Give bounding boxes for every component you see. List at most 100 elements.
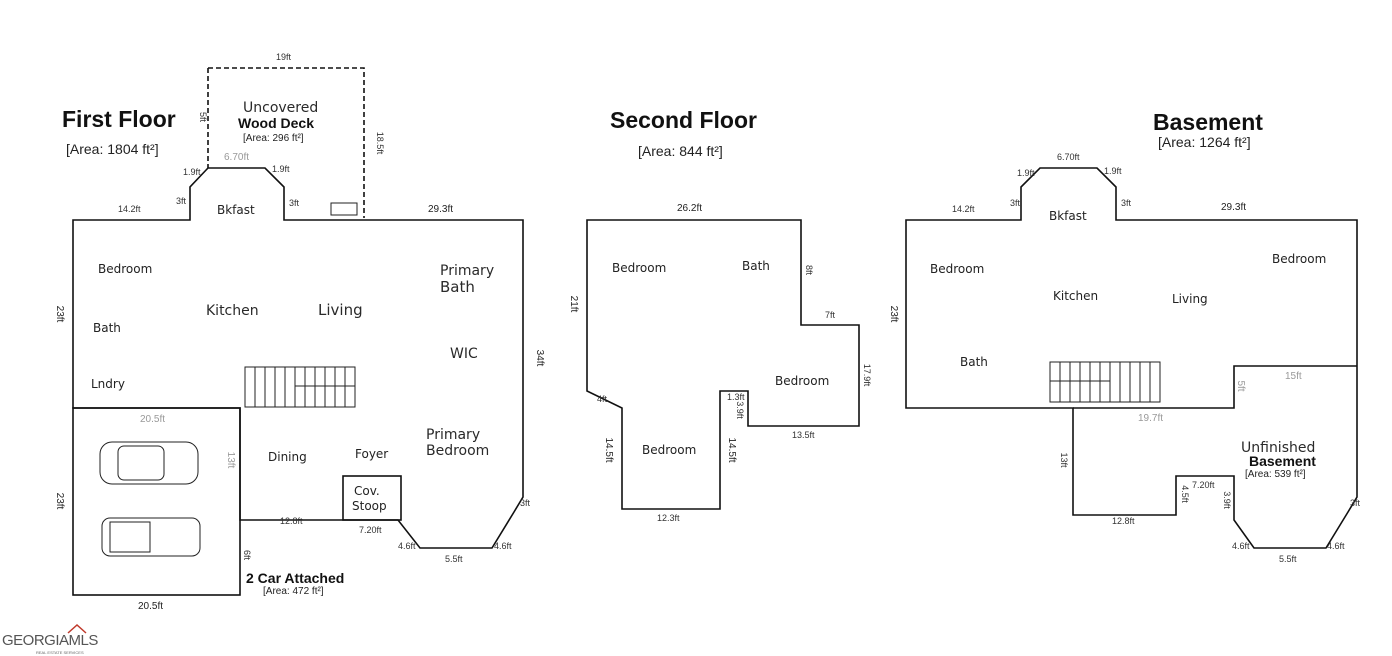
garage-label: 2 Car Attached: [246, 570, 344, 586]
deck-label-2: Wood Deck: [238, 115, 314, 131]
ff-bottom-run-dim: 12.8ft: [280, 516, 303, 526]
sf-inner-side-dim: 14.5ft: [726, 437, 737, 462]
car-bottom-bed: [109, 521, 151, 553]
bs-step-down-dim: 3.9ft: [1222, 491, 1232, 509]
basement-outline: [905, 167, 1358, 549]
garage-outline: [72, 407, 241, 596]
basement-stairs: [1049, 361, 1161, 403]
bs-bay-left-dim: 1.9ft: [1017, 168, 1035, 178]
sf-left-dim: 21ft: [568, 296, 579, 313]
ff-top-right-dim: 29.3ft: [428, 204, 453, 215]
logo-roof-icon: [67, 623, 87, 634]
ff-bkfast: Bkfast: [217, 203, 255, 217]
bs-unfinished-2: Basement: [1249, 453, 1316, 469]
sf-notch-1-dim: 1.3ft: [727, 392, 745, 402]
ff-primary-bed-1: Primary: [426, 427, 480, 443]
ff-left-dim: 23ft: [54, 306, 65, 323]
sf-bottom-right-dim: 13.5ft: [792, 430, 815, 440]
deck-top-dim: 19ft: [276, 52, 292, 62]
deck-area: [Area: 296 ft²]: [243, 133, 304, 144]
bs-inner-top-dim: 15ft: [1285, 371, 1302, 382]
ff-bay-left-dim: 1.9ft: [183, 167, 201, 177]
basement-title: Basement: [1153, 109, 1263, 135]
car-top-body: [99, 441, 199, 485]
ff-bay-side-l-dim: 3ft: [176, 196, 187, 206]
ff-primary-bath-1: Primary: [440, 263, 494, 279]
garage-top-dim: 20.5ft: [140, 414, 165, 425]
bs-lower-left-dim: 13ft: [1059, 452, 1069, 468]
bs-top-right-dim: 29.3ft: [1221, 202, 1246, 213]
basement-stairs-box: [1049, 361, 1161, 403]
bs-bay-b3-dim: 4.6ft: [1327, 541, 1345, 551]
ff-stoop-dim: 7.20ft: [359, 525, 382, 535]
ff-bay-b1-dim: 4.6ft: [398, 541, 416, 551]
sf-bottom-dim: 12.3ft: [657, 513, 680, 523]
ff-wic: WIC: [450, 346, 478, 362]
ff-kitchen: Kitchen: [206, 303, 259, 319]
bs-inner-bottom-dim: 19.7ft: [1138, 413, 1163, 424]
sf-bath: Bath: [742, 259, 770, 273]
garage-area: [Area: 472 ft²]: [263, 586, 324, 597]
second-floor-outline: [586, 219, 860, 510]
sf-top-dim: 26.2ft: [677, 203, 702, 214]
sf-right-dim: 17.9ft: [862, 364, 872, 387]
bs-bedroom-w: Bedroom: [930, 262, 984, 276]
garage-bottom-dim: 20.5ft: [138, 601, 163, 612]
basement-stairs-treads: [1050, 362, 1151, 402]
first-floor: First Floor [Area: 1804 ft²] 19ft 18.5ft…: [54, 52, 545, 612]
deck-bay-dim: 6.70ft: [224, 152, 249, 163]
basement-inner-wall: [1073, 365, 1357, 409]
ff-bay-b3-dim: 4.6ft: [494, 541, 512, 551]
ff-right-small-dim: 3ft: [520, 498, 531, 508]
bs-right-small-dim: 3ft: [1350, 498, 1361, 508]
sf-bedroom-nw: Bedroom: [612, 261, 666, 275]
sf-left-lower-dim: 14.5ft: [603, 437, 614, 462]
deck-outline: [207, 67, 365, 218]
car-bottom: [101, 517, 201, 557]
ff-living: Living: [318, 301, 363, 319]
second-floor-area: [Area: 844 ft²]: [638, 143, 723, 159]
bs-step-side-dim: 4.5ft: [1180, 485, 1190, 503]
bs-bay-right-dim: 1.9ft: [1104, 166, 1122, 176]
deck-small-dim: 5ft: [198, 112, 208, 123]
basement: Basement [Area: 1264 ft²] 6.70ft 1.9ft 1…: [888, 109, 1361, 564]
sf-bedroom-s: Bedroom: [642, 443, 696, 457]
bs-bay-top-dim: 6.70ft: [1057, 152, 1080, 162]
car-bottom-body: [101, 517, 201, 557]
car-top: [99, 441, 199, 485]
deck-side-dim: 18.5ft: [375, 132, 385, 155]
bs-bay-b2-dim: 5.5ft: [1279, 554, 1297, 564]
ff-stoop-1: Cov.: [354, 484, 380, 498]
ff-primary-bed-2: Bedroom: [426, 443, 489, 459]
logo-sub: REAL ESTATE SERVICES: [36, 650, 84, 655]
first-floor-title: First Floor: [62, 106, 176, 132]
ff-top-left-dim: 14.2ft: [118, 204, 141, 214]
bs-side-r-dim: 3ft: [1121, 198, 1132, 208]
ff-bay-right-dim: 1.9ft: [272, 164, 290, 174]
garage-side-dim: 23ft: [54, 493, 65, 510]
ff-bath: Bath: [93, 321, 121, 335]
basement-area: [Area: 1264 ft²]: [1158, 134, 1251, 150]
ff-foyer: Foyer: [355, 447, 388, 461]
deck-stairs: [330, 202, 358, 216]
bs-bath: Bath: [960, 355, 988, 369]
deck-label-1: Uncovered: [243, 100, 318, 116]
second-floor: Second Floor [Area: 844 ft²] 26.2ft 21ft…: [568, 107, 872, 523]
first-floor-stairs: [244, 366, 356, 408]
ff-stoop-2: Stoop: [352, 499, 387, 513]
bs-step-top-dim: 7.20ft: [1192, 480, 1215, 490]
second-floor-title: Second Floor: [610, 107, 757, 133]
logo-text: GEORGIAMLS: [2, 632, 98, 649]
ff-primary-bath-2: Bath: [440, 278, 475, 296]
bs-bottom-left-dim: 12.8ft: [1112, 516, 1135, 526]
bs-bay-b1-dim: 4.6ft: [1232, 541, 1250, 551]
ff-bay-b2-dim: 5.5ft: [445, 554, 463, 564]
stairs-box: [244, 366, 356, 408]
bs-bedroom-e: Bedroom: [1272, 252, 1326, 266]
sf-step-dim: 7ft: [825, 310, 836, 320]
ff-bay-side-r-dim: 3ft: [289, 198, 300, 208]
ff-bedroom: Bedroom: [98, 262, 152, 276]
sf-notch-2-dim: 3.9ft: [735, 401, 745, 419]
ff-right-dim: 34ft: [534, 350, 545, 367]
